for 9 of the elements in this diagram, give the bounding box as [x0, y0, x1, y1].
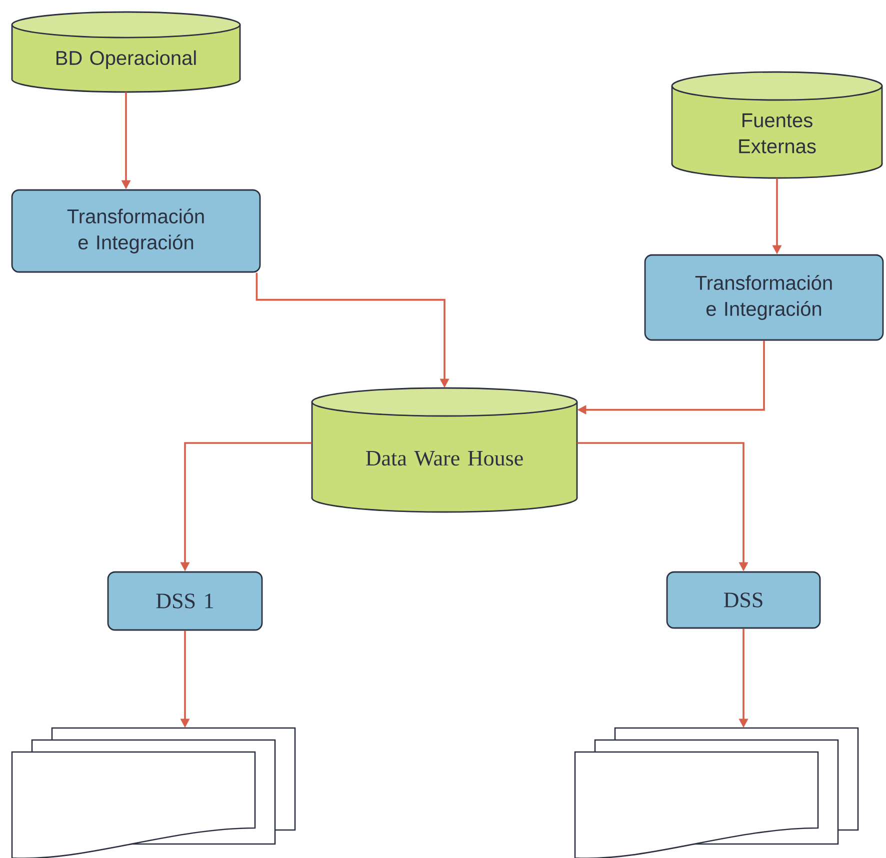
process-box: DSS 1 — [107, 571, 263, 631]
process-box: Transformación e Integración — [11, 189, 261, 273]
process-box: Transformación e Integración — [644, 254, 884, 341]
document-stack — [11, 727, 296, 858]
database-cylinder: Fuentes Externas — [671, 71, 883, 179]
database-cylinder: Data Ware House — [311, 387, 578, 513]
database-cylinder: BD Operacional — [11, 11, 241, 93]
process-box: DSS — [666, 571, 821, 629]
document-stack — [574, 727, 859, 858]
